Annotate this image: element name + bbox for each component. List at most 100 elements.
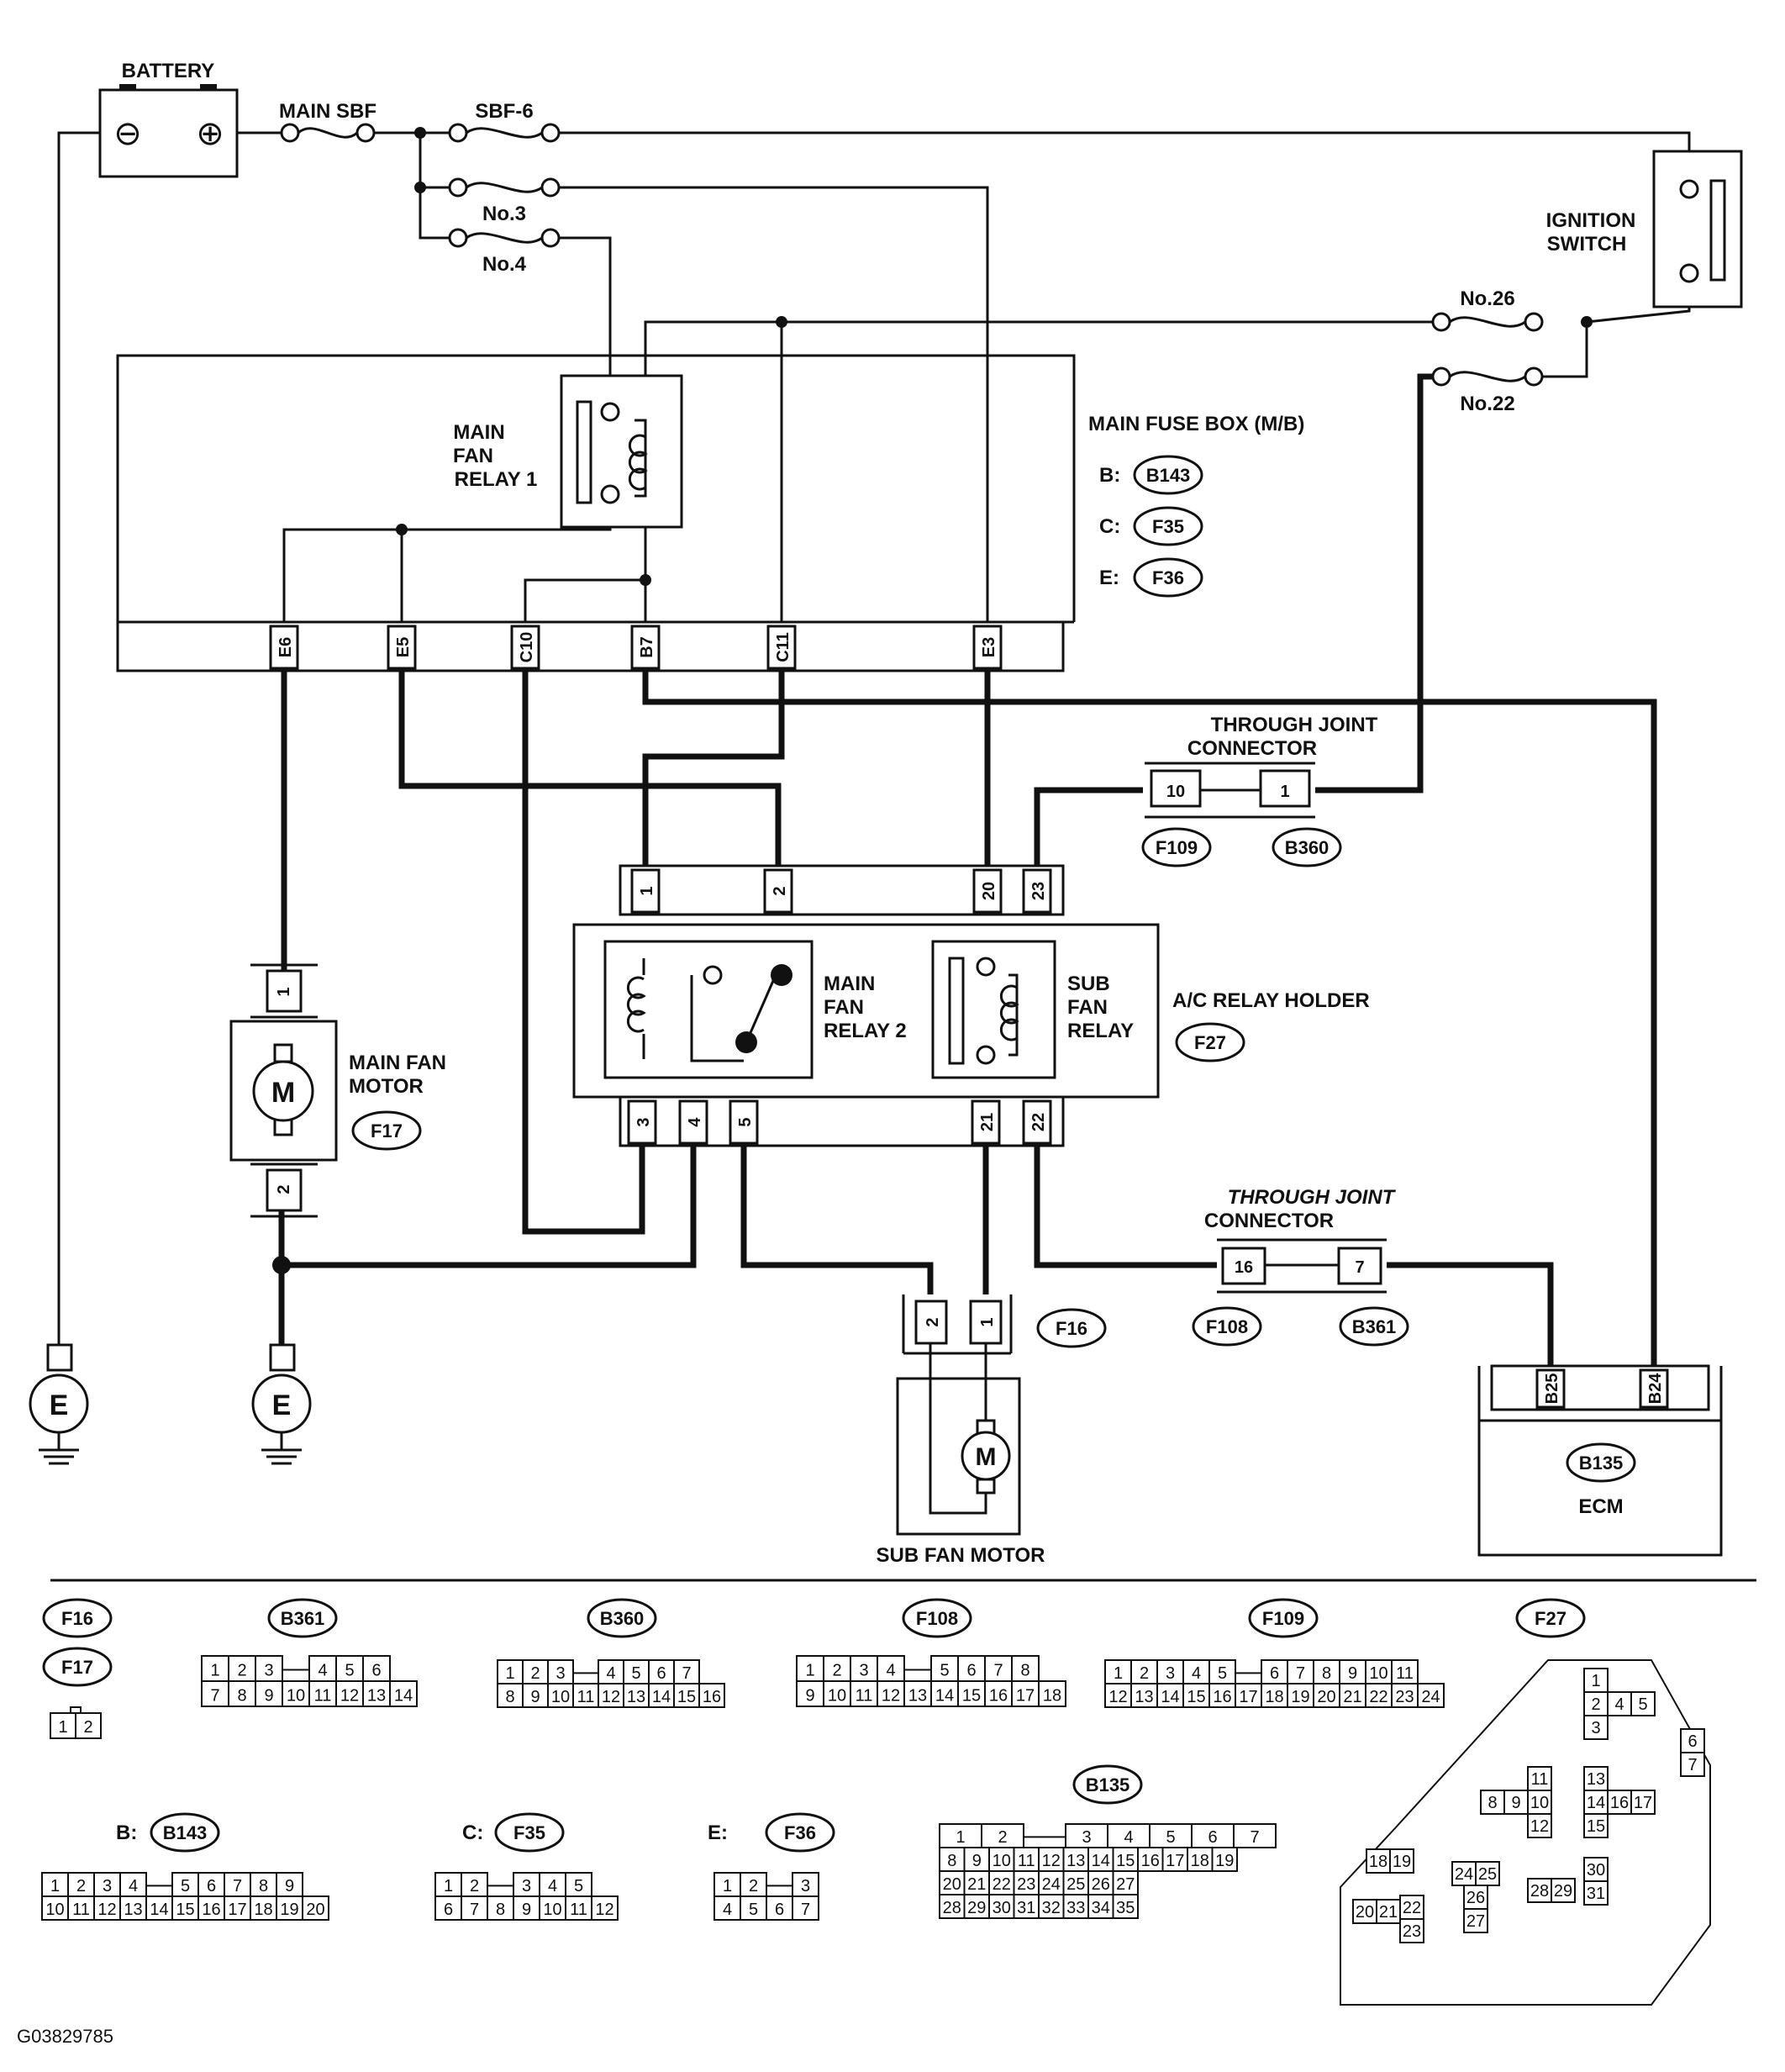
connector-pin-cell xyxy=(1112,1870,1139,1895)
connector-pin-label: 6 xyxy=(966,1661,976,1679)
sub-motor-pin-2: 2 xyxy=(924,1317,942,1326)
main-fan-motor xyxy=(229,963,338,1218)
connector-pin-label: 24 xyxy=(1042,1875,1061,1894)
connector-pin-label: 4 xyxy=(606,1664,615,1683)
connector-pin-cell xyxy=(224,1872,251,1897)
connector-pin-label: 5 xyxy=(1218,1664,1227,1683)
tj2-label-2: CONNECTOR xyxy=(1204,1210,1334,1232)
connector-pin-cell xyxy=(1130,1659,1158,1684)
sub-motor-symbol: M xyxy=(976,1443,997,1471)
connector-pin-label: 12 xyxy=(97,1901,116,1919)
connector-pin-label: 7 xyxy=(470,1901,479,1919)
connector-pin-label: 17 xyxy=(228,1901,246,1919)
connector-pin-cell xyxy=(1211,1847,1238,1872)
sub-relay-label-2: FAN xyxy=(1067,996,1108,1019)
f27-cell-label: 22 xyxy=(1403,1899,1421,1917)
connector-pin-label: 6 xyxy=(656,1664,666,1683)
mb-pin-c10: C10 xyxy=(518,632,536,663)
f27-cell-label: 8 xyxy=(1488,1794,1497,1812)
f27-cell-label: 10 xyxy=(1530,1794,1549,1812)
connector-pin-label: 2 xyxy=(998,1828,1007,1847)
connector-pin-label: 19 xyxy=(1291,1688,1309,1706)
connector-pin-cell xyxy=(197,1895,225,1921)
connector-pin-cell xyxy=(171,1895,199,1921)
connector-pin-cell xyxy=(276,1895,303,1921)
connector-pin-label: 6 xyxy=(1270,1664,1279,1683)
connector-pin-cell xyxy=(1038,1894,1065,1919)
connector-pin-label: 12 xyxy=(882,1686,900,1705)
relay2-label-3: RELAY 2 xyxy=(824,1020,907,1042)
legend: F16 F17 B361 B360 F108 F109 F27 B143 F35… xyxy=(41,1598,1711,2006)
tj1-pin-right: 1 xyxy=(1280,783,1289,801)
connector-pin-label: 7 xyxy=(233,1877,242,1895)
connector-pin-cell xyxy=(93,1895,121,1921)
connector-pin-cell xyxy=(228,1680,256,1707)
connector-pin-label: 7 xyxy=(682,1664,691,1683)
ground-right-symbol: E xyxy=(272,1389,292,1421)
connector-pin-label: 15 xyxy=(1116,1852,1135,1870)
connector-pin-label: 1 xyxy=(723,1877,732,1895)
connector-pin-label: 1 xyxy=(956,1828,965,1847)
connector-pin-label: 28 xyxy=(943,1899,961,1917)
battery-label: BATTERY xyxy=(122,60,215,82)
ignition-switch-label-1: IGNITION xyxy=(1546,209,1636,232)
connector-pin-cell xyxy=(461,1872,488,1897)
connector-key-slot xyxy=(1023,1836,1066,1848)
id-f17: F17 xyxy=(371,1120,403,1141)
connector-pin-label: 3 xyxy=(264,1661,273,1679)
f27-cell-label: 14 xyxy=(1587,1794,1605,1812)
connector-pin-label: 13 xyxy=(124,1901,142,1919)
connector-pin-label: 27 xyxy=(1116,1875,1135,1894)
connector-pin-label: 1 xyxy=(210,1661,219,1679)
connector-pin-label: 13 xyxy=(367,1686,386,1705)
connector-pin-cell xyxy=(497,1659,524,1684)
connector-pin-cell xyxy=(1287,1683,1314,1708)
connector-pin-cell xyxy=(598,1659,624,1684)
f27-cell-label: 16 xyxy=(1610,1794,1629,1812)
connector-pin-label: 22 xyxy=(993,1875,1011,1894)
connector-pin-cell xyxy=(1062,1847,1089,1872)
connector-pin-label: 5 xyxy=(1166,1828,1175,1847)
connector-pin-label: 8 xyxy=(947,1852,956,1870)
connector-pin-cell xyxy=(988,1870,1015,1895)
legend-f16-pin-1: 1 xyxy=(58,1718,67,1737)
connector-pin-cell xyxy=(1104,1683,1132,1708)
main-motor-symbol: M xyxy=(271,1077,295,1109)
legend-f27-outline xyxy=(1340,1659,1711,2006)
connector-pin-label: 2 xyxy=(530,1664,540,1683)
legend-e-prefix: E: xyxy=(708,1822,728,1844)
connector-pin-label: 24 xyxy=(1421,1688,1440,1706)
connector-pin-label: 13 xyxy=(1135,1688,1153,1706)
main-motor-label-2: MOTOR xyxy=(349,1075,424,1098)
fuse-no3-label: No.3 xyxy=(482,203,526,225)
connector-pin-label: 12 xyxy=(602,1688,620,1706)
connector-pin-label: 10 xyxy=(543,1901,561,1919)
connector-key-slot xyxy=(282,1669,310,1682)
connector-pin-cell xyxy=(957,1680,986,1707)
connector-pin-label: 15 xyxy=(677,1688,696,1706)
connector-pin-label: 19 xyxy=(280,1901,298,1919)
f27-cell-label: 18 xyxy=(1369,1853,1387,1871)
main-motor-label-1: MAIN FAN xyxy=(349,1052,446,1074)
connector-pin-label: 33 xyxy=(1066,1899,1085,1917)
ac-relay-holder-label: A/C RELAY HOLDER xyxy=(1172,989,1370,1012)
f27-cell xyxy=(1463,1908,1488,1933)
id-f16: F16 xyxy=(1056,1318,1087,1339)
connector-pin-label: 9 xyxy=(530,1688,540,1706)
connector-pin-cell xyxy=(362,1680,391,1707)
connector-pin-cell xyxy=(282,1680,310,1707)
connector-pin-label: 4 xyxy=(723,1901,732,1919)
connector-pin-label: 12 xyxy=(1108,1688,1127,1706)
connector-pin-label: 9 xyxy=(1348,1664,1357,1683)
tj2-pin-right: 7 xyxy=(1355,1258,1364,1277)
connector-pin-label: 2 xyxy=(832,1661,841,1679)
legend-b360: B360 xyxy=(600,1608,645,1629)
connector-pin-label: 1 xyxy=(50,1877,60,1895)
junction-dots xyxy=(272,127,1593,1274)
connector-pin-cell xyxy=(224,1895,251,1921)
connector-pin-label: 6 xyxy=(775,1901,784,1919)
connector-pin-label: 22 xyxy=(1369,1688,1387,1706)
connector-pin-cell xyxy=(276,1872,303,1897)
connector-pin-label: 16 xyxy=(703,1688,721,1706)
main-fan-relay-1 xyxy=(560,374,683,529)
